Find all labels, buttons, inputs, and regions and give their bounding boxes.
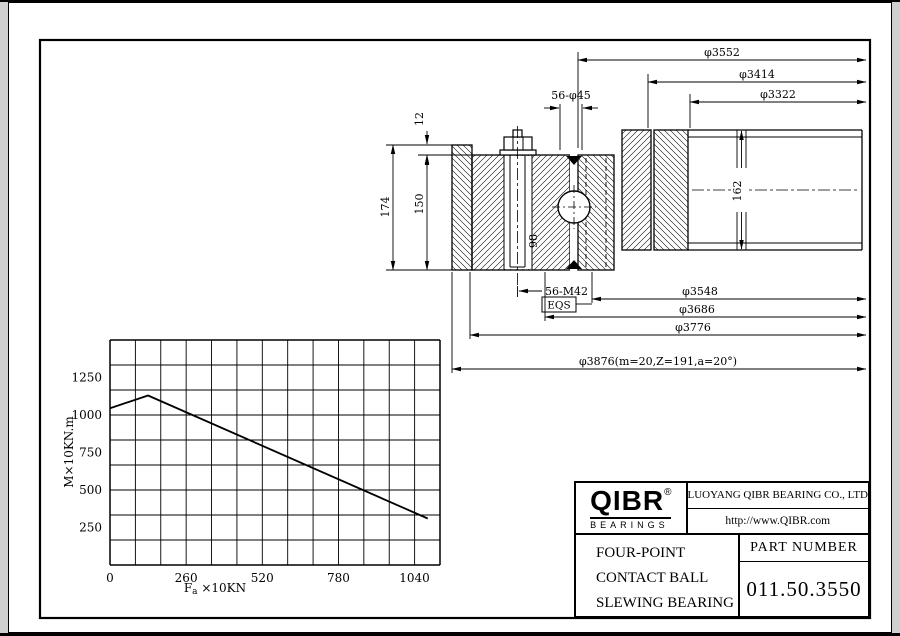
y-tick-label: 250 (79, 521, 102, 535)
part-number-value: 011.50.3550 (746, 576, 862, 601)
x-tick-label: 260 (175, 571, 198, 585)
company-website: http://www.QIBR.com (725, 514, 831, 527)
dim-holes-label: 56-φ45 (551, 89, 590, 102)
eqs-label: EQS (547, 300, 570, 312)
dim-3548-label: φ3548 (682, 285, 718, 298)
eqs-box (541, 296, 577, 313)
drawing-frame (38, 38, 872, 620)
product-name-line1: FOUR-POINT (596, 545, 686, 561)
x-tick-label: 0 (106, 571, 114, 585)
dim-3776-label: φ3776 (675, 321, 711, 334)
x-tick-label: 1040 (399, 571, 430, 585)
y-axis-label: M×10KN.m (62, 416, 76, 488)
bottom-edge-bar (0, 633, 900, 636)
gear-ring-section-right (653, 129, 689, 251)
logo-text: QIBR (590, 484, 665, 516)
part-number-label: PART NUMBER (740, 535, 868, 562)
dim-3552-label: φ3552 (704, 46, 740, 59)
y-tick-label: 1250 (71, 371, 102, 385)
x-tick-label: 520 (251, 571, 274, 585)
label-backing (733, 168, 749, 212)
dim-174-label: 174 (379, 197, 392, 218)
title-block: QIBR® BEARINGS LUOYANG QIBR BEARING CO.,… (574, 481, 870, 618)
bearing-cross-section (451, 126, 863, 286)
hex-nut (503, 136, 533, 151)
logo-registered-mark: ® (664, 486, 672, 498)
dim-thread-label: 56-M42 (545, 285, 588, 298)
product-name-line3: SLEWING BEARING (596, 595, 734, 611)
dim-98-label: 98 (527, 234, 540, 248)
title-block-bottom-row: FOUR-POINT CONTACT BALL SLEWING BEARING … (576, 535, 868, 616)
bolt-hole (504, 156, 532, 269)
company-name: LUOYANG QIBR BEARING CO., LTD (687, 483, 868, 509)
company-info: LUOYANG QIBR BEARING CO., LTD http://www… (687, 483, 868, 533)
load-curve (109, 394, 429, 520)
product-name: FOUR-POINT CONTACT BALL SLEWING BEARING (576, 535, 740, 616)
logo-box: QIBR® BEARINGS (590, 484, 672, 530)
y-tick-label: 750 (79, 446, 102, 460)
top-edge-bar (0, 0, 900, 2)
company-logo: QIBR® BEARINGS (576, 483, 688, 533)
y-tick-label: 500 (79, 483, 102, 497)
dim-3414-label: φ3414 (739, 68, 775, 81)
title-block-top-row: QIBR® BEARINGS LUOYANG QIBR BEARING CO.,… (576, 483, 868, 535)
dim-150-label: 150 (413, 194, 426, 215)
dim-3876-label: φ3876(m=20,Z=191,a=20°) (579, 355, 737, 368)
part-number-cell: PART NUMBER 011.50.3550 (740, 535, 868, 616)
dim-12-label: 12 (413, 112, 426, 126)
load-capacity-chart: 1250 1000 750 500 250 0 260 520 780 1040 (71, 339, 441, 585)
dim-3686-label: φ3686 (679, 303, 715, 316)
product-name-line2: CONTACT BALL (596, 570, 709, 586)
dimension-lines (386, 52, 867, 373)
dim-3322-label: φ3322 (760, 88, 796, 101)
logo-subtext: BEARINGS (590, 516, 672, 530)
x-tick-label: 780 (327, 571, 350, 585)
washer (499, 149, 537, 156)
x-axis-label: Fa ×10KN (184, 581, 246, 597)
gear-ring-section-left (621, 129, 652, 251)
dim-162-label: 162 (731, 181, 744, 202)
seal-plate-section (451, 144, 473, 271)
y-tick-label: 1000 (71, 408, 102, 422)
logo-row: QIBR® (590, 484, 672, 516)
seal-mark-top (566, 156, 582, 165)
seal-mark-bottom (566, 260, 582, 269)
